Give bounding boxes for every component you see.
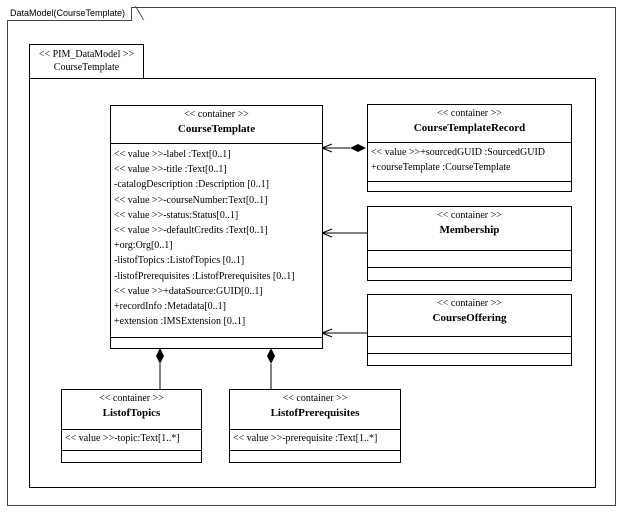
attribute: << value >>-topic:Text[1..*]	[65, 433, 180, 444]
class-stereotype: << container >>	[437, 298, 502, 309]
class-course-template[interactable]: << container >> CourseTemplate << value …	[110, 105, 323, 349]
attribute-list: << value >>-prerequisite :Text[1..*]	[230, 430, 400, 451]
attribute: -listofPrerequisites :ListofPrerequisite…	[114, 270, 295, 282]
attribute: << value >>-prerequisite :Text[1..*]	[233, 433, 378, 444]
class-stereotype: << container >>	[184, 109, 249, 120]
class-name: CourseOffering	[432, 312, 507, 324]
attribute: +recordInfo :Metadata[0..1]	[114, 300, 226, 312]
attribute: << value >>-title :Text[0..1]	[114, 164, 227, 176]
class-name: CourseTemplateRecord	[413, 122, 526, 134]
attribute: << value >>+sourcedGUID :SourcedGUID	[371, 147, 545, 158]
class-course-offering[interactable]: << container >> CourseOffering	[367, 294, 572, 366]
attribute: << value >>-courseNumber:Text[0..1]	[114, 194, 268, 206]
attribute: << value >>-label :Text[0..1]	[114, 149, 231, 160]
attribute: << value >>-status:Status[0..1]	[114, 209, 239, 221]
class-name: CourseTemplate	[177, 123, 256, 135]
package-stereotype: << PIM_DataModel >>	[38, 49, 135, 60]
class-listof-topics[interactable]: << container >> ListofTopics << value >>…	[61, 389, 202, 463]
class-membership[interactable]: << container >> Membership	[367, 206, 572, 281]
attribute: +org:Org[0..1]	[114, 240, 173, 252]
attribute-list: << value >>-topic:Text[1..*]	[62, 430, 201, 451]
class-name: ListofPrerequisites	[270, 407, 360, 419]
class-stereotype: << container >>	[282, 393, 348, 404]
class-name: ListofTopics	[102, 407, 161, 419]
attribute: << value >>-defaultCredits :Text[0..1]	[114, 224, 268, 236]
attribute-list: << value >>-label :Text[0..1] << value >…	[111, 144, 322, 338]
attribute: +courseTemplate :CourseTemplate	[371, 162, 511, 174]
attribute: << value >>+dataSource:GUID[0..1]	[114, 285, 263, 297]
class-stereotype: << container >>	[437, 108, 502, 119]
attribute: -catalogDescription :Description [0..1]	[114, 179, 269, 191]
package-body	[29, 78, 596, 488]
class-stereotype: << container >>	[99, 393, 164, 404]
package-name: CourseTemplate	[53, 62, 120, 73]
class-name: Membership	[439, 224, 500, 236]
composition-diamond	[350, 144, 366, 152]
composition-diamond	[267, 348, 275, 364]
class-stereotype: << container >>	[437, 210, 502, 221]
frame-title: DataModel(CourseTemplate)	[7, 7, 133, 21]
diagram-frame	[7, 7, 616, 506]
attribute-list: << value >>+sourcedGUID :SourcedGUID +co…	[368, 143, 571, 182]
attribute-compartment	[368, 251, 571, 268]
attribute-compartment	[368, 337, 571, 354]
class-course-template-record[interactable]: << container >> CourseTemplateRecord << …	[367, 104, 572, 192]
attribute: +extension :IMSExtension [0..1]	[114, 316, 246, 328]
class-listof-prerequisites[interactable]: << container >> ListofPrerequisites << v…	[229, 389, 401, 463]
package-tab: << PIM_DataModel >> CourseTemplate	[29, 44, 144, 79]
attribute: -listofTopics :ListofTopics [0..1]	[114, 255, 245, 267]
composition-diamond	[156, 348, 164, 364]
